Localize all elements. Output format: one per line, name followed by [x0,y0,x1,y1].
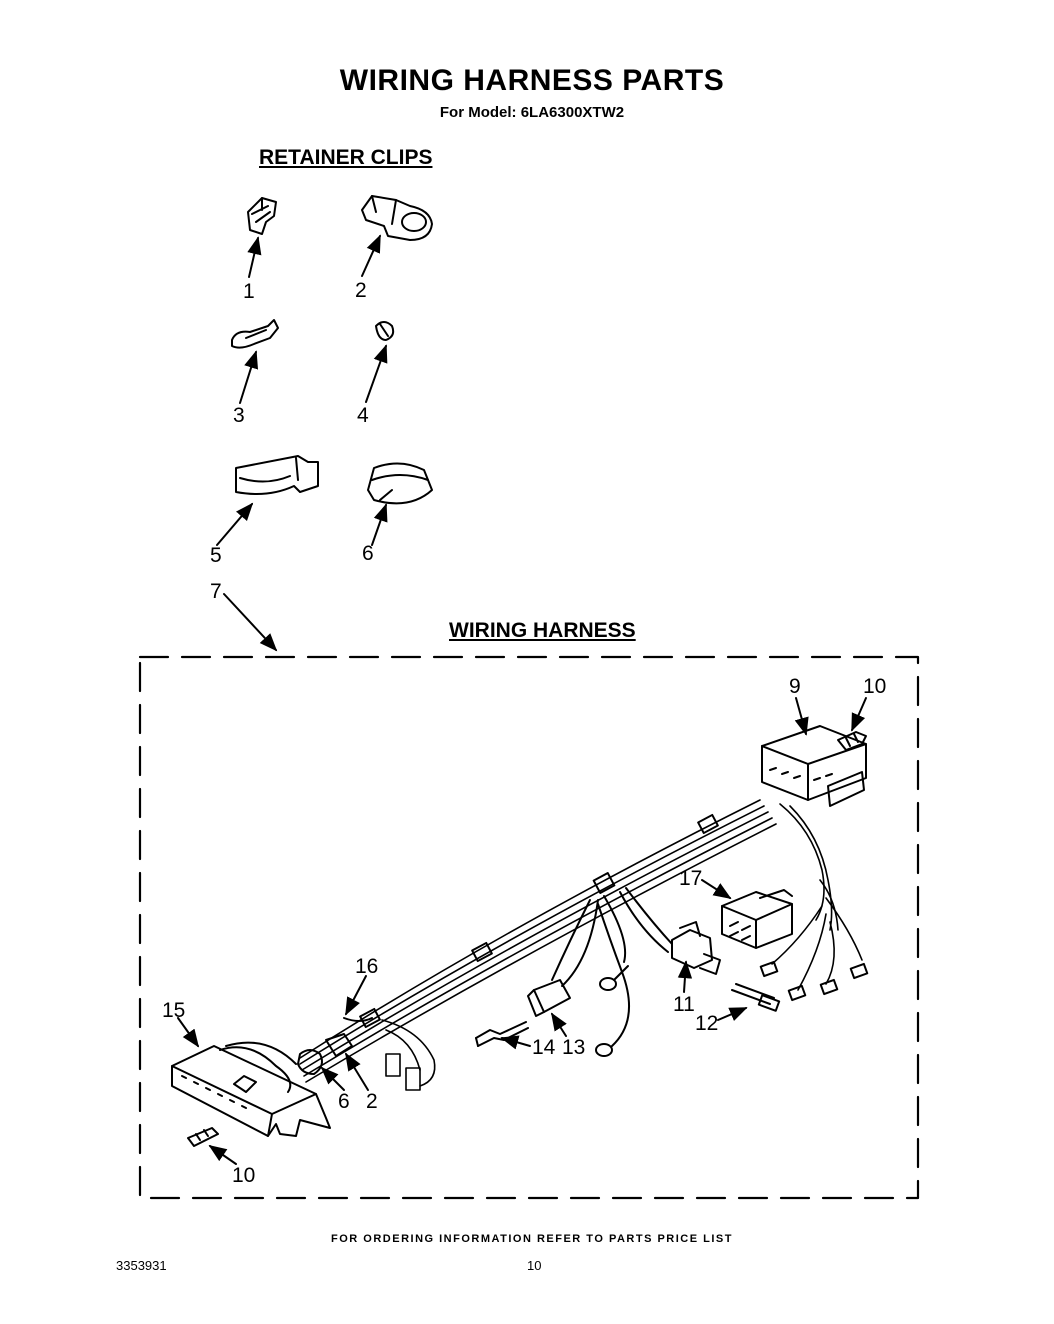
callout-11: 11 [673,993,695,1016]
callout-15: 15 [162,999,185,1022]
ordering-note: FOR ORDERING INFORMATION REFER TO PARTS … [331,1233,733,1245]
clip-5-drawing [235,455,319,495]
connector-block-15 [171,1041,331,1137]
terminal-10-bottom [187,1127,219,1147]
clip-6-drawing [367,462,433,505]
callout-3: 3 [233,404,245,427]
leader-arrow-10-bottom [208,1144,237,1165]
document-number: 3353931 [116,1258,167,1273]
leader-arrow-10-top [851,697,867,732]
terminal-10-top [837,731,867,751]
loop-wires-left [381,1019,436,1091]
leader-arrow-2-harness [345,1052,369,1091]
wire-bundle [299,799,777,1083]
callout-13: 13 [562,1036,585,1059]
page-title: WIRING HARNESS PARTS [339,64,725,97]
leader-arrow-9 [794,697,809,736]
model-line: For Model: 6LA6300XTW2 [439,104,625,121]
leader-arrow-6-harness [320,1066,345,1091]
component-13 [527,899,599,1017]
branch-wires-right [771,803,863,991]
leader-arrow-16 [345,975,367,1016]
callout-6-harness: 6 [338,1090,350,1113]
clip-4-drawing [375,321,395,341]
wire-tie-16 [343,1017,373,1022]
callout-4: 4 [357,404,369,427]
leader-arrow-1 [247,236,262,278]
callout-17: 17 [679,867,702,890]
callout-12: 12 [695,1012,718,1035]
harness-frame [138,655,920,1200]
leader-arrow-13 [551,1012,567,1037]
connector-block-17 [721,889,793,949]
leader-arrow-4 [365,344,388,403]
callout-2-harness: 2 [366,1090,378,1113]
leader-arrow-5 [216,502,254,546]
wiring-harness-heading: WIRING HARNESS [449,619,636,642]
leader-arrow-14 [500,1035,531,1050]
callout-5: 5 [210,544,222,567]
page-number: 10 [527,1258,542,1273]
ring-terminals [595,895,631,1057]
clip-2-drawing [361,195,433,241]
leader-arrow-6 [371,503,388,546]
callout-14: 14 [532,1036,556,1059]
plug-11 [619,887,721,975]
callout-16: 16 [355,955,378,978]
callout-10-bottom: 10 [232,1164,255,1187]
leader-arrow-11 [677,960,693,993]
harness-clips [297,1033,353,1075]
clip-1-drawing [247,197,277,235]
leader-arrow-3 [239,350,259,404]
callout-1: 1 [243,280,255,303]
leader-arrow-12 [717,1007,748,1021]
leader-arrow-15 [177,1017,200,1048]
tape-wraps [359,813,719,1029]
callout-7: 7 [210,580,222,603]
terminal-12 [731,983,781,1012]
callout-6: 6 [362,542,374,565]
callout-9: 9 [789,675,801,698]
leader-arrow-7 [223,593,278,652]
connector-block-9 [761,725,867,807]
terminal-14 [475,1021,529,1047]
spade-terminals-right [759,960,869,1002]
clip-3-drawing [231,319,279,349]
callout-2: 2 [355,279,367,302]
leader-arrow-2 [361,234,381,277]
leader-arrow-17 [701,879,732,899]
retainer-clips-heading: RETAINER CLIPS [259,146,433,169]
callout-10-top: 10 [863,675,886,698]
